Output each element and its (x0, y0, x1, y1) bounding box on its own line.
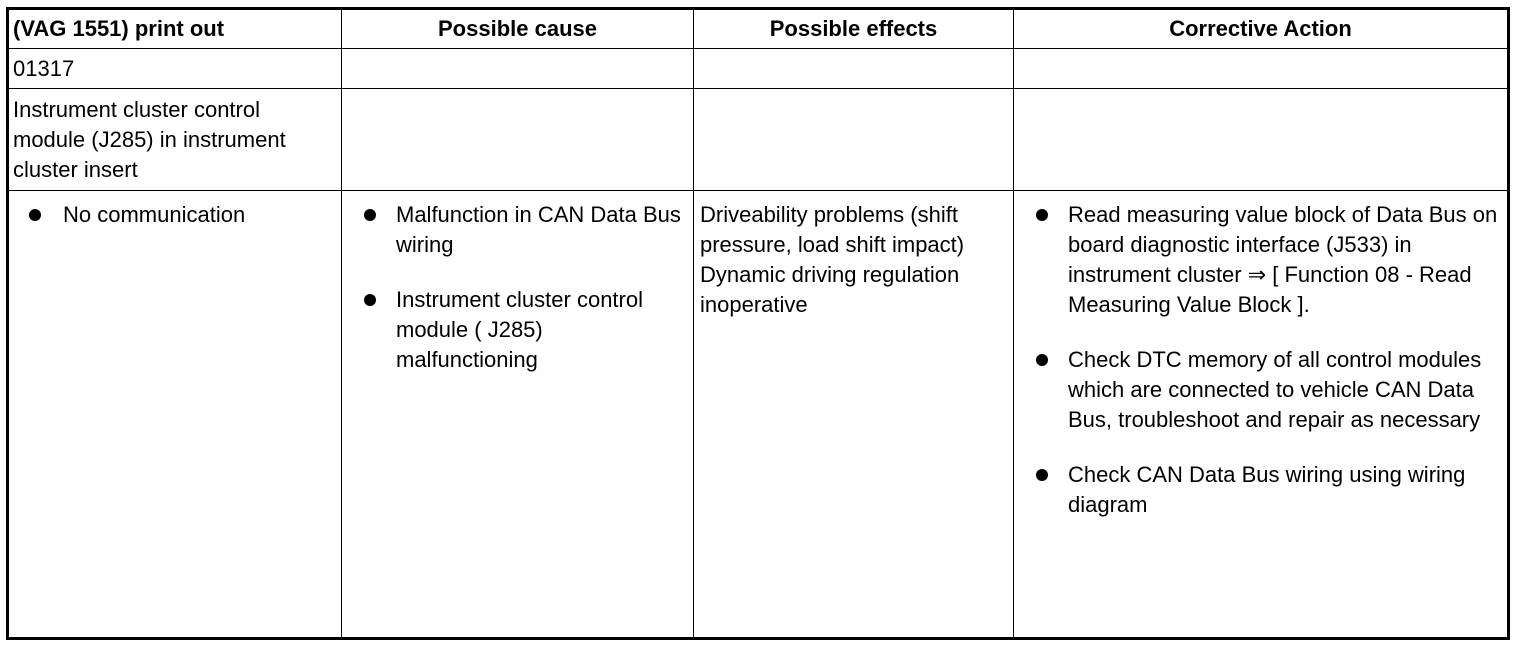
list-item: Malfunction in CAN Data Bus wiring (342, 200, 693, 260)
dtc-code-row: 01317 (7, 48, 1509, 89)
bullet-icon (29, 209, 41, 221)
action-cell: Read measuring value block of Data Bus o… (1013, 190, 1509, 639)
effects-cell: Driveability problems (shift pressure, l… (693, 190, 1014, 639)
dtc-code: 01317 (7, 48, 342, 89)
action-text: Check CAN Data Bus wiring using wiring d… (1068, 462, 1466, 517)
bullet-icon (1036, 209, 1048, 221)
list-item: Check CAN Data Bus wiring using wiring d… (1014, 460, 1507, 520)
list-item: Instrument cluster control module ( J285… (342, 285, 693, 375)
list-item: Check DTC memory of all control modules … (1014, 345, 1507, 435)
empty-cell (341, 48, 694, 89)
module-name: Instrument cluster control module (J285)… (7, 88, 342, 191)
bullet-icon (364, 294, 376, 306)
empty-cell (1013, 48, 1509, 89)
cause-list: Malfunction in CAN Data Bus wiring Instr… (342, 200, 693, 375)
table-header-row: (VAG 1551) print out Possible cause Poss… (7, 8, 1509, 49)
printout-list: No communication (9, 200, 341, 230)
printout-text: No communication (63, 202, 246, 227)
cause-text: Instrument cluster control module ( J285… (396, 287, 643, 372)
bullet-icon (1036, 469, 1048, 481)
cause-cell: Malfunction in CAN Data Bus wiring Instr… (341, 190, 694, 639)
empty-cell (693, 88, 1014, 191)
bullet-icon (1036, 354, 1048, 366)
header-corrective-action: Corrective Action (1013, 8, 1509, 49)
printout-cell: No communication (7, 190, 342, 639)
fault-row: No communication Malfunction in CAN Data… (7, 190, 1509, 639)
effects-text: Driveability problems (shift pressure, l… (700, 202, 965, 317)
cause-text: Malfunction in CAN Data Bus wiring (396, 202, 681, 257)
header-printout: (VAG 1551) print out (7, 8, 342, 49)
action-list: Read measuring value block of Data Bus o… (1014, 200, 1507, 520)
bullet-icon (364, 209, 376, 221)
header-possible-cause: Possible cause (341, 8, 694, 49)
header-possible-effects: Possible effects (693, 8, 1014, 49)
list-item: Read measuring value block of Data Bus o… (1014, 200, 1507, 320)
module-name-row: Instrument cluster control module (J285)… (7, 88, 1509, 191)
dtc-table: (VAG 1551) print out Possible cause Poss… (6, 7, 1510, 640)
empty-cell (693, 48, 1014, 89)
action-text: Read measuring value block of Data Bus o… (1068, 202, 1498, 317)
empty-cell (341, 88, 694, 191)
action-text: Check DTC memory of all control modules … (1068, 347, 1482, 432)
list-item: No communication (9, 200, 341, 230)
empty-cell (1013, 88, 1509, 191)
